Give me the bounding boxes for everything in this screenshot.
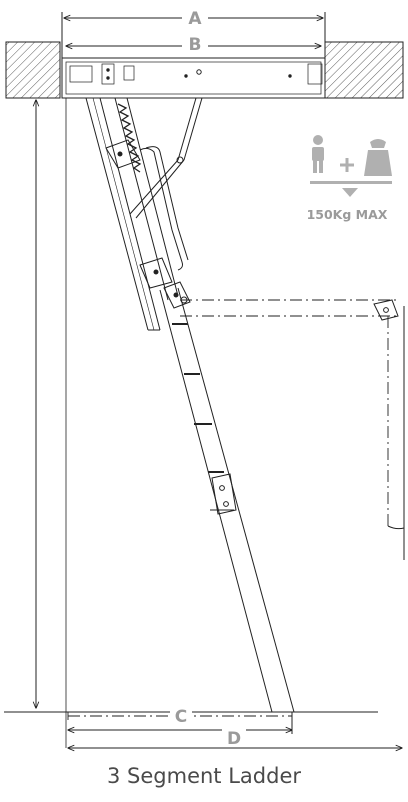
hatch-frame xyxy=(61,57,326,99)
ceiling-right xyxy=(324,41,404,99)
person-icon xyxy=(312,135,324,173)
dimension-label-c: C xyxy=(175,707,187,727)
ceiling-left xyxy=(5,41,61,99)
dimension-label-a: A xyxy=(188,9,202,29)
load-rating: 150Kg MAX xyxy=(307,135,392,222)
dimension-label-d: D xyxy=(227,729,241,749)
dimension-label-b: B xyxy=(189,35,202,55)
dimension-d xyxy=(68,712,292,734)
ladder-lower-section xyxy=(159,281,295,713)
ladder-technical-drawing: A B xyxy=(4,9,405,760)
opening-outline xyxy=(180,299,400,526)
caption: 3 Segment Ladder xyxy=(107,764,301,788)
plus-icon xyxy=(340,158,354,172)
down-arrow-icon xyxy=(342,188,358,197)
weight-icon xyxy=(364,139,392,176)
load-limit-text: 150Kg MAX xyxy=(307,207,388,222)
opening-corner-hinge xyxy=(373,299,399,321)
ladder-upper-section xyxy=(85,97,203,331)
